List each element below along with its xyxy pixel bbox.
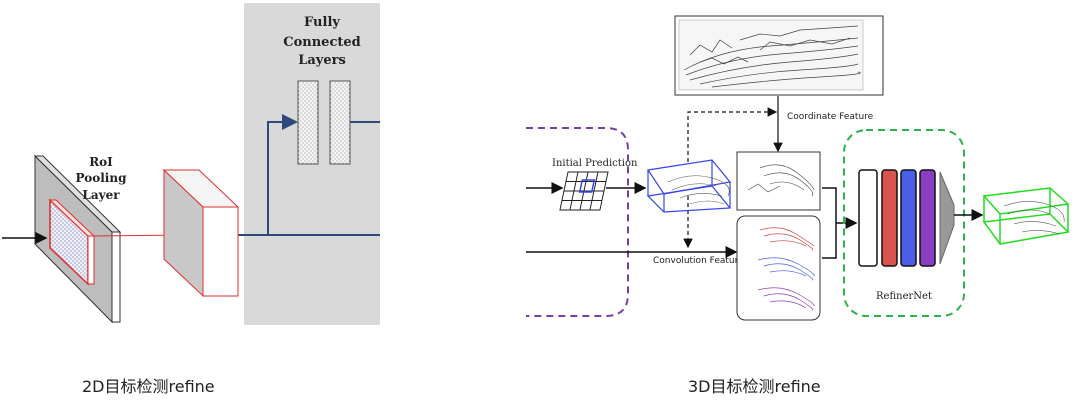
left-diagram: Fully Connected Layers RoI Pooling Layer (2, 3, 380, 325)
left-caption: 2D目标检测refine (82, 377, 215, 396)
refinernet-region (843, 129, 965, 317)
fc-upper-arrow (267, 114, 298, 235)
convolution-feature-label: Convolution Feature (653, 256, 744, 266)
fc-title-line1: Fully (304, 15, 340, 30)
refinernet-layer-red (881, 169, 898, 267)
refined-3d-box (982, 187, 1070, 245)
roi-label-line3: Layer (82, 188, 120, 202)
conv-feature-purple (757, 287, 815, 311)
coordinate-points (747, 164, 815, 197)
pooled-cube-side (202, 206, 239, 297)
fc-title-line2: Connected (283, 35, 360, 50)
conv-feature-blue (757, 257, 815, 281)
refinernet-layer-blue (900, 169, 917, 267)
roi-slab-top (33, 155, 122, 233)
fc-title-line3: Layers (298, 53, 346, 68)
roi-slab-side (111, 231, 121, 323)
convolution-feature-panel (736, 215, 821, 321)
refinernet-label: RefinerNet (876, 291, 932, 302)
coordinate-feature-panel (736, 151, 821, 211)
initial-prediction-label: Initial Prediction (552, 158, 638, 169)
initial-box-points (667, 175, 730, 205)
coordinate-feature-label: Coordinate Feature (787, 112, 874, 122)
merge-bracket (822, 187, 856, 259)
refinernet-output-head (939, 171, 955, 265)
refined-box-points (1003, 201, 1065, 235)
conv-feature-red (759, 227, 815, 251)
point-cloud-scan (683, 25, 861, 88)
fc-layer-1 (297, 80, 319, 165)
dashed-coordinate-path (687, 107, 778, 162)
roi-label-line1: RoI (89, 155, 113, 169)
fc-layer-2 (329, 80, 351, 165)
refinernet-layer-white (858, 169, 878, 267)
right-diagram: Coordinate Feature Initial Prediction (526, 15, 1070, 321)
roi-window-side (87, 235, 95, 285)
refinernet-layer-purple (919, 169, 936, 267)
prediction-grid (559, 171, 609, 211)
initial-3d-box (646, 159, 732, 213)
right-caption: 3D目标检测refine (688, 377, 821, 396)
pooled-cube-top (162, 169, 240, 208)
initial-prediction-region (526, 127, 629, 317)
roi-label-line2: Pooling (76, 171, 128, 185)
